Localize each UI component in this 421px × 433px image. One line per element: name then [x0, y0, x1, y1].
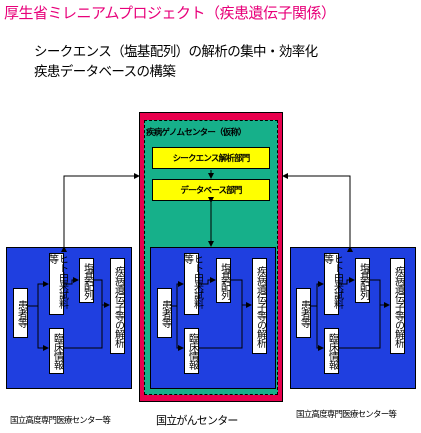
- left-caption: 国立高度専門医療センター等: [10, 416, 111, 426]
- right-patients-box: 患者等: [296, 288, 311, 338]
- dept-sequence-box: シークエンス解析部門: [152, 147, 270, 169]
- right-clinical-box: 臨床情報: [324, 328, 339, 374]
- center-samples-box: ヒト由来試料等: [182, 253, 203, 315]
- center-patients-box: 患者等: [157, 288, 172, 338]
- subtitle-line-2: 疾患データベースの構築: [34, 64, 176, 80]
- right-samples-box: ヒト由来試料等: [322, 253, 343, 315]
- link-right-to-center: [282, 173, 353, 252]
- center-header: 疾病ゲノムセンター（仮称）: [146, 128, 247, 138]
- left-clinical-box: 臨床情報: [49, 328, 64, 374]
- center-clinical-box: 臨床情報: [184, 328, 199, 374]
- center-sequence-box: 塩基配列: [216, 258, 231, 303]
- left-samples-box: ヒト由来試料等: [47, 253, 68, 315]
- right-analysis-box: 疾病遺伝子等の解析: [390, 258, 405, 354]
- page-title: 厚生省ミレニアムプロジェクト（疾患遺伝子関係）: [4, 4, 336, 22]
- subtitle-line-1: シークエンス（塩基配列）の解析の集中・効率化: [34, 44, 318, 60]
- right-sequence-box: 塩基配列: [355, 258, 370, 303]
- link-left-to-center: [61, 173, 140, 252]
- center-analysis-box: 疾病遺伝子等の解析: [252, 258, 267, 354]
- left-analysis-box: 疾病遺伝子等の解析: [110, 258, 125, 354]
- right-caption: 国立高度専門医療センター等: [296, 410, 397, 420]
- center-caption: 国立がんセンター: [156, 414, 238, 427]
- left-sequence-box: 塩基配列: [79, 258, 94, 303]
- left-patients-box: 患者等: [13, 288, 28, 338]
